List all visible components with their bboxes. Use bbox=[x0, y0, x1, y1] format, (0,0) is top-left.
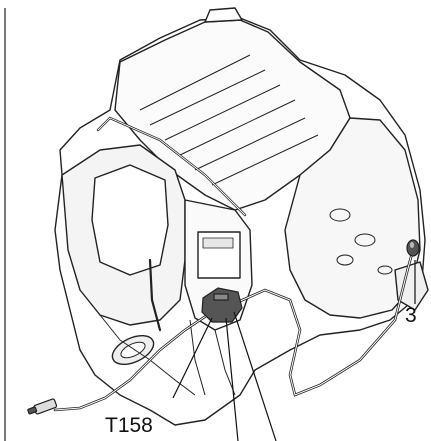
left-panel-frame bbox=[91, 164, 169, 276]
probe-cable-inner bbox=[54, 311, 213, 411]
probe-body bbox=[33, 398, 58, 415]
probe-tip bbox=[27, 406, 38, 415]
top-mounting-tab bbox=[204, 7, 243, 23]
duct-outlet-inner bbox=[120, 341, 146, 359]
sensor-icon bbox=[406, 239, 420, 257]
callout-t158: T158 bbox=[105, 414, 153, 437]
leader-down-1 bbox=[225, 317, 239, 441]
left-vertical-tube bbox=[148, 258, 162, 332]
sensor-cable-inner bbox=[237, 249, 414, 396]
right-side-recesses bbox=[329, 208, 393, 275]
callout-3: 3 bbox=[405, 304, 417, 327]
center-module-slot bbox=[202, 237, 234, 249]
top-cover-ribs bbox=[139, 54, 319, 186]
sensor-highlight bbox=[410, 242, 414, 248]
tube-routing bbox=[53, 116, 415, 412]
leader-t158 bbox=[172, 317, 213, 399]
housing-assembly bbox=[54, 7, 429, 426]
leader-lines bbox=[172, 260, 416, 441]
leader-down-2 bbox=[233, 311, 277, 441]
upper-tube-inner bbox=[97, 117, 246, 216]
sensor-body bbox=[406, 239, 420, 257]
connector-latch bbox=[213, 293, 229, 301]
electrical-connector-icon bbox=[201, 287, 243, 323]
right-lower-bracket bbox=[394, 261, 429, 311]
temperature-probe bbox=[27, 398, 58, 415]
connector-housing bbox=[201, 287, 243, 323]
